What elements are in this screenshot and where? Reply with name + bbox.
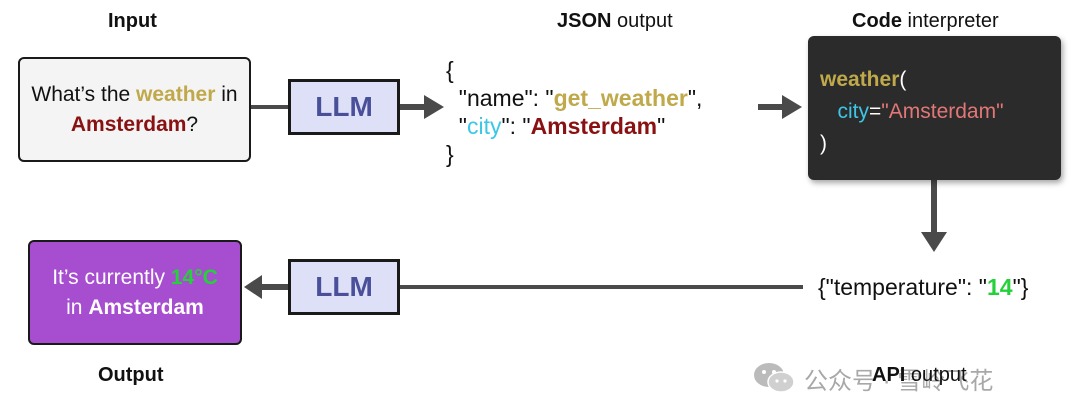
code-line-1: weather( <box>820 64 1061 96</box>
arrow-llm-json-shaft <box>398 104 424 110</box>
arrow-llm-output-shaft <box>262 284 290 290</box>
arrow-json-code-shaft <box>758 104 782 110</box>
json-name-end: ", <box>687 85 703 111</box>
json-city-key: city <box>466 113 502 139</box>
watermark-text: 公众号 · 雪岭飞花 <box>804 367 994 395</box>
json-close-brace: } <box>446 141 454 167</box>
output-label: Output <box>98 364 164 386</box>
input-line-1: What’s the weather in <box>31 80 237 110</box>
input-text-pre: What’s the <box>31 82 137 106</box>
api-temp-value: 14 <box>986 274 1013 300</box>
llm-box-bottom: LLM <box>288 259 400 315</box>
json-output-label: JSON output <box>557 10 673 33</box>
json-city-end: " <box>657 113 666 139</box>
json-name-value: get_weather <box>553 85 688 111</box>
api-label-bold: API <box>872 364 906 386</box>
code-paren-open: ( <box>899 68 907 91</box>
output-line-2: in Amsterdam <box>66 293 204 323</box>
code-line-3: ) <box>820 132 827 155</box>
json-name-key: "name": " <box>458 85 554 111</box>
output-box: It’s currently 14°C in Amsterdam <box>28 240 242 345</box>
json-open-brace: { <box>446 57 454 83</box>
output-city: Amsterdam <box>88 295 204 319</box>
output-temp: 14°C <box>170 265 218 289</box>
connector-api-llm <box>398 285 803 289</box>
code-line-2: city="Amsterdam" <box>820 96 1061 128</box>
arrow-code-api-head <box>921 232 947 252</box>
code-label-bold: Code <box>852 10 902 32</box>
json-output-block: { "name": "get_weather", "city": "Amster… <box>446 56 702 168</box>
json-city-value: Amsterdam <box>530 113 658 139</box>
output-text-in: in <box>66 295 89 319</box>
code-label-rest: interpreter <box>902 10 999 32</box>
input-box: What’s the weather in Amsterdam? <box>18 57 251 162</box>
input-line-2: Amsterdam? <box>71 110 198 140</box>
input-weather-word: weather <box>136 82 216 106</box>
json-city-sep: ": " <box>501 113 531 139</box>
input-text-mid: in <box>215 82 238 106</box>
output-line-1: It’s currently 14°C <box>52 263 218 293</box>
input-city-word: Amsterdam <box>70 112 187 136</box>
api-output-label: API output <box>872 364 967 387</box>
arrow-code-api-shaft <box>931 180 937 232</box>
code-arg-value: "Amsterdam" <box>881 100 1004 123</box>
api-label-rest: output <box>905 364 967 386</box>
api-text-pre: {"temperature": " <box>818 274 987 300</box>
input-text-post: ? <box>186 112 199 136</box>
json-city-quote: " <box>458 113 467 139</box>
llm-box-top: LLM <box>288 79 400 135</box>
code-interpreter-label: Code interpreter <box>852 10 999 33</box>
watermark: 公众号 · 雪岭飞花 <box>752 360 993 396</box>
wechat-icon <box>754 363 795 393</box>
api-output-text: {"temperature": "14"} <box>818 274 1028 301</box>
code-equals: = <box>869 100 882 123</box>
json-label-bold: JSON <box>557 10 612 32</box>
output-text-pre: It’s currently <box>52 265 171 289</box>
code-interpreter-box: weather( city="Amsterdam") <box>808 36 1061 180</box>
code-function-name: weather <box>820 68 900 91</box>
json-label-rest: output <box>611 10 673 32</box>
connector-input-llm <box>251 105 288 109</box>
arrow-json-code-head <box>782 95 802 119</box>
json-line-city: "city": "Amsterdam" <box>446 112 702 140</box>
api-text-post: "} <box>1012 274 1029 300</box>
code-arg-name: city <box>837 100 870 123</box>
arrow-llm-output-head <box>244 275 262 299</box>
json-line-name: "name": "get_weather", <box>446 84 703 112</box>
input-label: Input <box>108 10 157 32</box>
arrow-llm-json-head <box>424 95 444 119</box>
